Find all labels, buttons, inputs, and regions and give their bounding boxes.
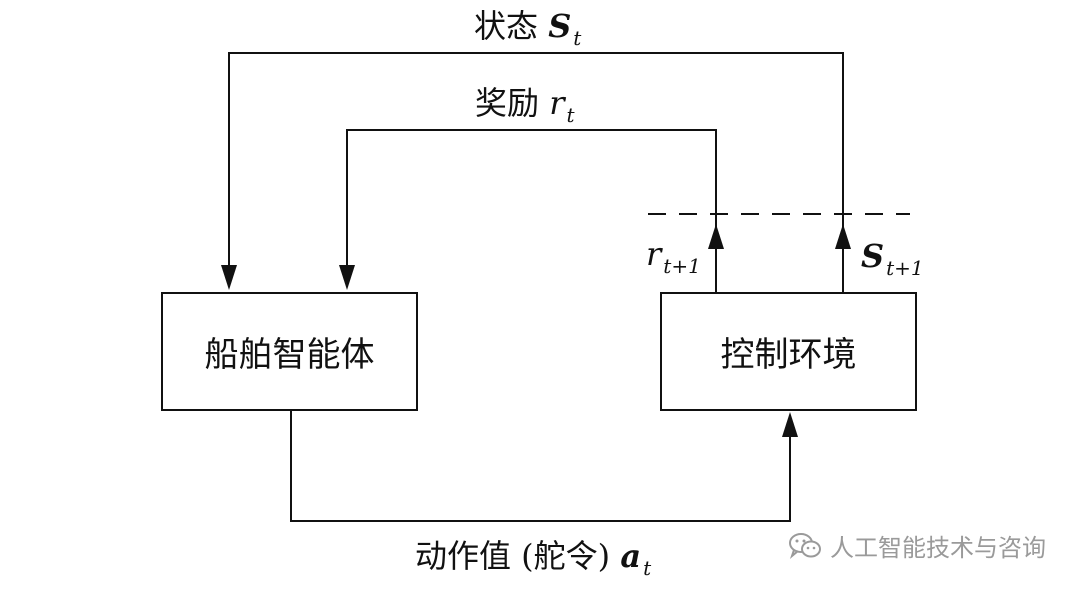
reward-arrowhead — [339, 265, 355, 290]
action-subscript: t — [643, 556, 652, 580]
environment-node-label: 控制环境 — [720, 335, 857, 375]
action-symbol: a — [620, 537, 642, 575]
agent-box — [161, 292, 418, 411]
watermark: 人工智能技术与咨询 — [788, 528, 1046, 563]
reward-symbol: r — [549, 84, 565, 122]
next-state-symbol: S — [861, 237, 885, 275]
action-arrowhead — [782, 412, 798, 437]
state-label-prefix: 状态 — [474, 7, 539, 45]
next-reward-subscript: t+1 — [663, 254, 701, 278]
watermark-text: 人工智能技术与咨询 — [830, 534, 1046, 562]
next-state-arrowhead — [835, 224, 851, 249]
action-line — [290, 410, 791, 522]
state-arrowhead — [221, 265, 237, 290]
action-label-prefix: 动作值 (舵令) — [415, 537, 611, 575]
environment-box — [660, 292, 917, 411]
state-symbol: S — [548, 7, 572, 45]
reward-label-prefix: 奖励 — [475, 84, 540, 122]
wechat-icon — [788, 532, 822, 560]
reward-feedback-line — [346, 129, 717, 293]
next-state-subscript: t+1 — [886, 256, 924, 280]
reward-subscript: t — [566, 103, 575, 127]
next-reward-symbol: r — [646, 235, 662, 273]
next-reward-arrowhead — [708, 224, 724, 249]
agent-node-label: 船舶智能体 — [204, 335, 375, 375]
state-subscript: t — [573, 26, 582, 50]
state-feedback-line — [228, 52, 844, 293]
